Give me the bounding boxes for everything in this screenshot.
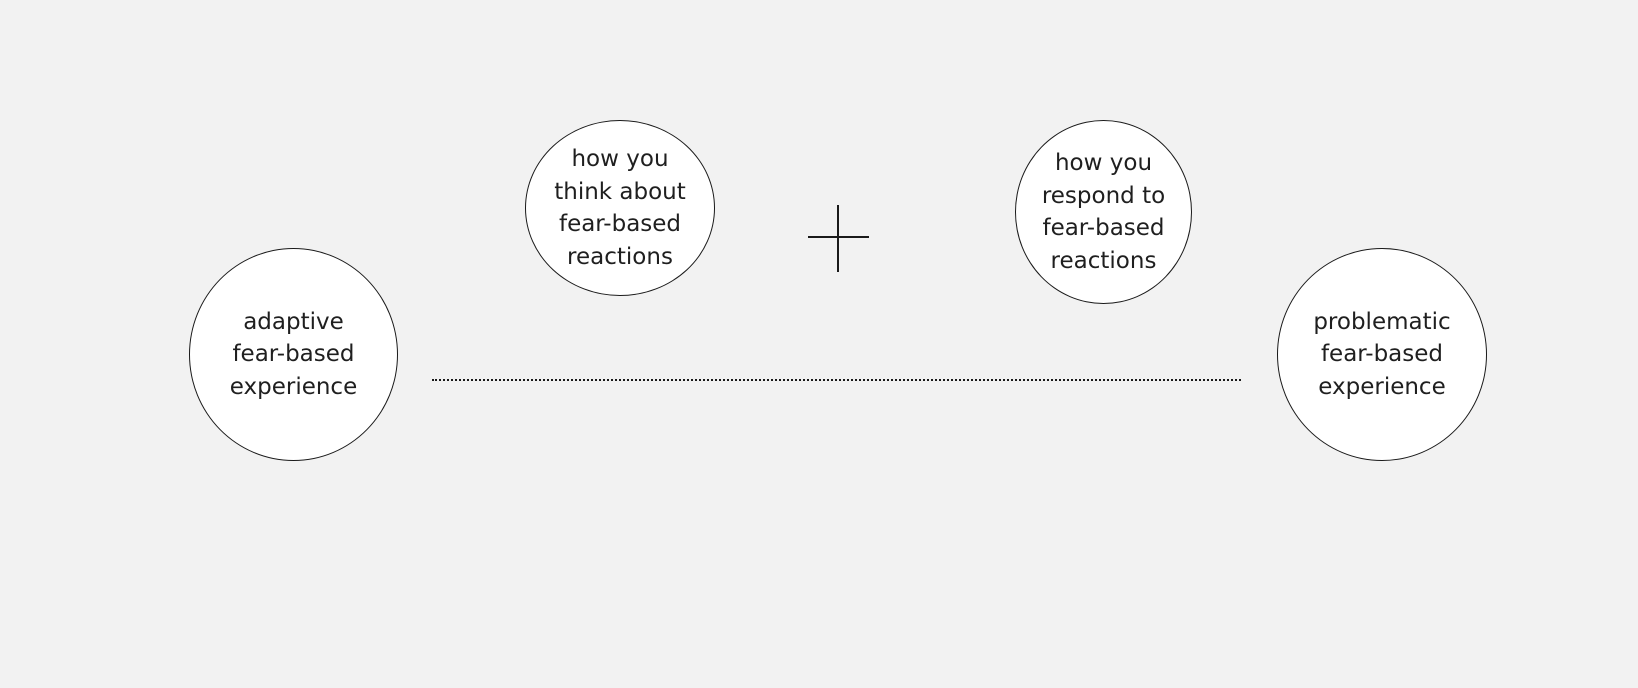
node-how-you-respond: how you respond to fear-based reactions xyxy=(1015,120,1192,304)
node-problematic-experience-label: problematic fear-based experience xyxy=(1313,308,1451,400)
dotted-connector-line xyxy=(432,379,1241,381)
node-how-you-respond-label: how you respond to fear-based reactions xyxy=(1041,150,1166,274)
node-problematic-experience: problematic fear-based experience xyxy=(1277,248,1487,461)
node-adaptive-experience-label: adaptive fear-based experience xyxy=(229,308,358,400)
node-how-you-think-label: how you think about fear-based reactions xyxy=(554,146,686,270)
plus-icon xyxy=(808,205,869,272)
node-how-you-think: how you think about fear-based reactions xyxy=(525,120,715,296)
node-adaptive-experience: adaptive fear-based experience xyxy=(189,248,398,461)
